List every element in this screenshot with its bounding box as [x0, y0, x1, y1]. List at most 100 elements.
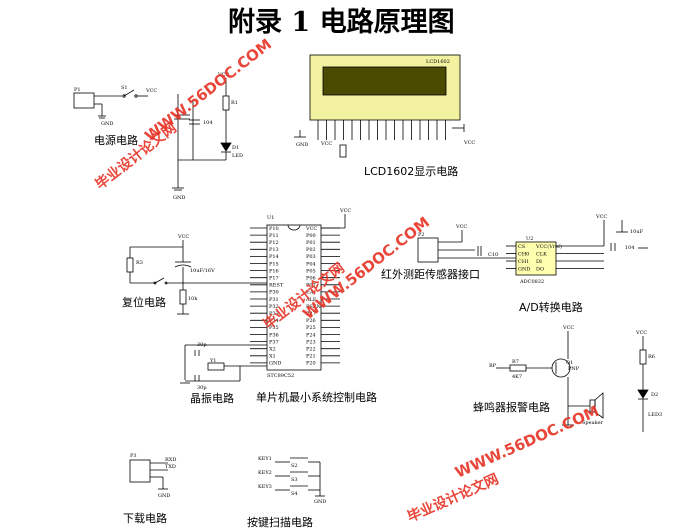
label-led: LED	[232, 153, 243, 159]
label-c104: 104	[203, 120, 213, 126]
mcu-pin-label: P26	[306, 318, 316, 324]
caption-download: 下载电路	[123, 512, 167, 525]
mcu-left-pins: P10P11P12P13P14P15P16P17RESTP30P31P32P33…	[250, 226, 284, 367]
download-circuit: P3 RXD TXD GND 下载电路	[123, 453, 176, 525]
power-circuit: P1 S1 VCC GND 104 GND VCC R1 D1 LED 电源电路	[73, 72, 243, 201]
mcu-pin-label: P16	[269, 268, 279, 274]
label-p1: P1	[74, 87, 81, 93]
label-vcc-lcd2: VCC	[463, 140, 475, 146]
label-key3: KEY3	[258, 484, 272, 490]
caption-lcd: LCD1602显示电路	[364, 165, 458, 178]
lcd-pins	[317, 120, 446, 140]
mcu-pin-label: EA	[306, 290, 314, 296]
adc-pin-label: CH1	[518, 259, 529, 265]
mcu-pin-label: P34	[269, 318, 279, 324]
mcu-pin-label: P12	[269, 240, 279, 246]
mcu-pin-label: P13	[269, 247, 279, 253]
label-r1: R1	[231, 100, 238, 106]
mcu-pin-label: P15	[269, 261, 279, 267]
mcu-pin-label: P22	[306, 347, 316, 353]
label-vcc-adc: VCC	[595, 214, 607, 220]
mcu-pin-label: P35	[269, 325, 279, 331]
label-key2: KEY2	[258, 470, 272, 476]
mcu-pin-label: GND	[269, 361, 281, 367]
mcu-pin-label: P04	[306, 261, 316, 267]
mcu-pin-label: P31	[269, 297, 279, 303]
connector-p3	[129, 459, 151, 483]
label-s3: S3	[291, 477, 298, 483]
label-r7v: 4K7	[512, 374, 522, 380]
mcu-right-pins: VCCP00P01P02P03P04P05P06P07EAALEPSENP27P…	[305, 226, 340, 367]
label-vcc-power: VCC	[145, 88, 157, 94]
caption-buzzer: 蜂鸣器报警电路	[473, 400, 550, 414]
label-vcc-led3: VCC	[635, 330, 647, 336]
label-gnd-keys: GND	[314, 499, 326, 505]
adc-pin-label: CLK	[536, 251, 547, 257]
mcu-pin-label: P11	[269, 233, 279, 239]
lcd-circuit: LCD1602 GND VCC VCC LCD1602显示电路	[294, 54, 475, 178]
mcu-pin-label: P32	[269, 304, 279, 310]
label-c-cr2: 30p	[197, 385, 207, 391]
label-gnd-lcd: GND	[296, 142, 308, 148]
label-c10: C10	[488, 252, 498, 258]
mcu-pin-label: X2	[269, 347, 276, 353]
label-vcc-led: VCC	[217, 72, 229, 78]
adc-pin-label: VCC(Vref)	[535, 243, 562, 250]
mcu-pin-label: P33	[269, 311, 279, 317]
caption-ir: 红外测距传感器接口	[381, 268, 480, 281]
label-d2: D2	[651, 392, 658, 398]
label-pnp: PNP	[568, 366, 580, 372]
label-y1: Y1	[209, 358, 216, 364]
label-u2: U2	[526, 236, 533, 242]
label-r7: R7	[512, 359, 519, 365]
mcu-chip	[266, 224, 322, 371]
led3-circuit: VCC R6 D2 LED3	[635, 330, 662, 432]
buzzer-circuit: BP R7 4K7 Q1 PNP VCC Speaker 蜂鸣器报警电路	[473, 325, 604, 426]
label-vcc-mcu: VCC	[339, 208, 351, 214]
label-s1: S1	[121, 85, 128, 91]
mcu-pin-label: VCC	[305, 226, 317, 232]
label-d1: D1	[232, 145, 239, 151]
mcu-pin-label: P05	[306, 268, 316, 274]
label-vcc-ir: VCC	[455, 224, 467, 230]
mcu-pin-label: P01	[306, 240, 316, 246]
mcu-pin-label: P06	[306, 276, 316, 282]
label-rxd: RXD	[165, 457, 176, 463]
mcu-pin-label: P21	[306, 354, 316, 360]
mcu-pin-label: P37	[269, 339, 279, 345]
label-c-cr1: 30p	[197, 342, 207, 348]
mcu-pin-label: P23	[306, 339, 316, 345]
mcu-pin-label: P30	[269, 290, 279, 296]
watermark-cn-3: 毕业设计论文网	[405, 470, 501, 525]
label-lcd-model: LCD1602	[426, 59, 450, 65]
mcu-pin-label: P07	[306, 283, 316, 289]
adc-pin-label: DO	[536, 266, 544, 272]
label-r-led: R6	[648, 354, 655, 360]
label-vcc-buzzer: VCC	[562, 325, 574, 331]
label-led3: LED3	[648, 412, 662, 418]
label-vcc-lcd: VCC	[320, 141, 332, 147]
adc-pin-label: CS	[518, 244, 526, 250]
watermark-cn-1: 毕业设计论文网	[92, 119, 180, 193]
page-title: 附录 1 电路原理图	[228, 6, 455, 38]
label-gnd-power: GND	[101, 121, 113, 127]
label-adc-model: ADC0832	[519, 279, 544, 285]
mcu-pin-label: P10	[269, 226, 279, 232]
mcu-pin-label: P25	[306, 325, 316, 331]
label-r-reset: 10k	[188, 296, 198, 302]
adc-chip	[515, 241, 557, 276]
mcu-pin-label: X1	[269, 354, 276, 360]
adc-pin-label: GND	[518, 266, 530, 272]
caption-power: 电源电路	[94, 133, 138, 147]
label-c-adc2: 10uF	[630, 229, 644, 235]
mcu-pin-label: P20	[306, 361, 316, 367]
label-u1: U1	[267, 215, 274, 221]
ir-interface: P2 VCC C10 红外测距传感器接口	[381, 224, 516, 281]
mcu-pin-label: P24	[306, 332, 316, 338]
label-c-adc: 104	[625, 245, 635, 251]
mcu-pin-label: P27	[306, 311, 316, 317]
label-s4: S4	[291, 491, 298, 497]
label-txd: TXD	[165, 464, 176, 470]
